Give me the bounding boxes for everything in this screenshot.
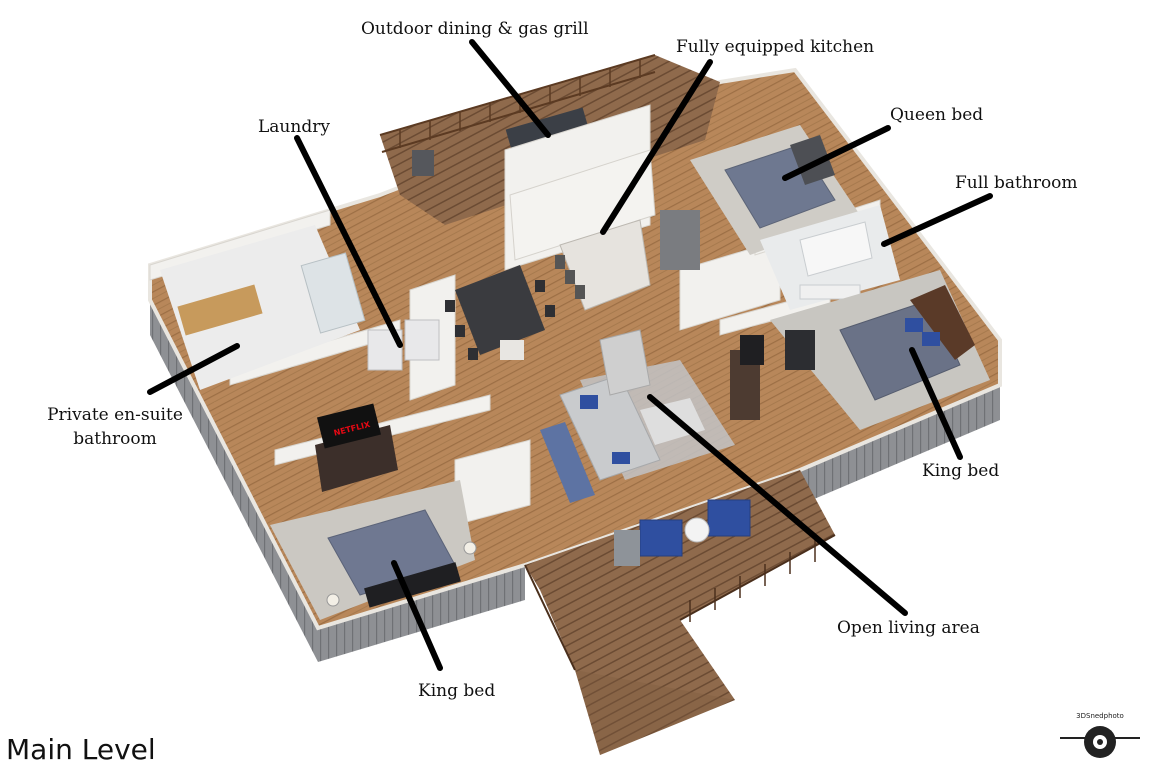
right-king-bedroom xyxy=(770,270,990,430)
callout-laundry: Laundry xyxy=(258,117,330,137)
patio-seating xyxy=(614,499,751,566)
living-area xyxy=(540,329,764,503)
callout-king-bed-right: King bed xyxy=(922,461,1000,481)
full-bathroom xyxy=(760,205,900,310)
front-deck xyxy=(524,470,836,755)
callout-ensuite-line2: bathroom xyxy=(73,429,157,449)
callout-full-bathroom: Full bathroom xyxy=(955,173,1078,193)
callout-queen-bed: Queen bed xyxy=(890,105,984,125)
logo-text: 3DSnedphoto xyxy=(1076,712,1124,720)
callout-leader-lines xyxy=(147,39,993,671)
kitchen xyxy=(509,149,700,311)
queen-bedroom xyxy=(690,125,860,255)
tv-console: NETFLIX xyxy=(315,403,398,492)
exterior-walls xyxy=(150,300,1000,662)
callout-king-bed-bottom: King bed xyxy=(418,681,496,701)
ensuite-bathroom xyxy=(160,225,366,390)
bottom-king-bedroom xyxy=(270,480,477,620)
callout-kitchen: Fully equipped kitchen xyxy=(676,37,875,57)
level-title: Main Level xyxy=(6,733,156,766)
callout-open-living: Open living area xyxy=(837,618,980,638)
laundry-room xyxy=(367,319,440,371)
dining-table xyxy=(445,265,555,360)
callout-outdoor-dining: Outdoor dining & gas grill xyxy=(361,19,589,39)
callout-ensuite-line1: Private en-suite xyxy=(47,405,183,425)
drone-logo-icon: 3DSnedphoto xyxy=(1058,712,1142,768)
